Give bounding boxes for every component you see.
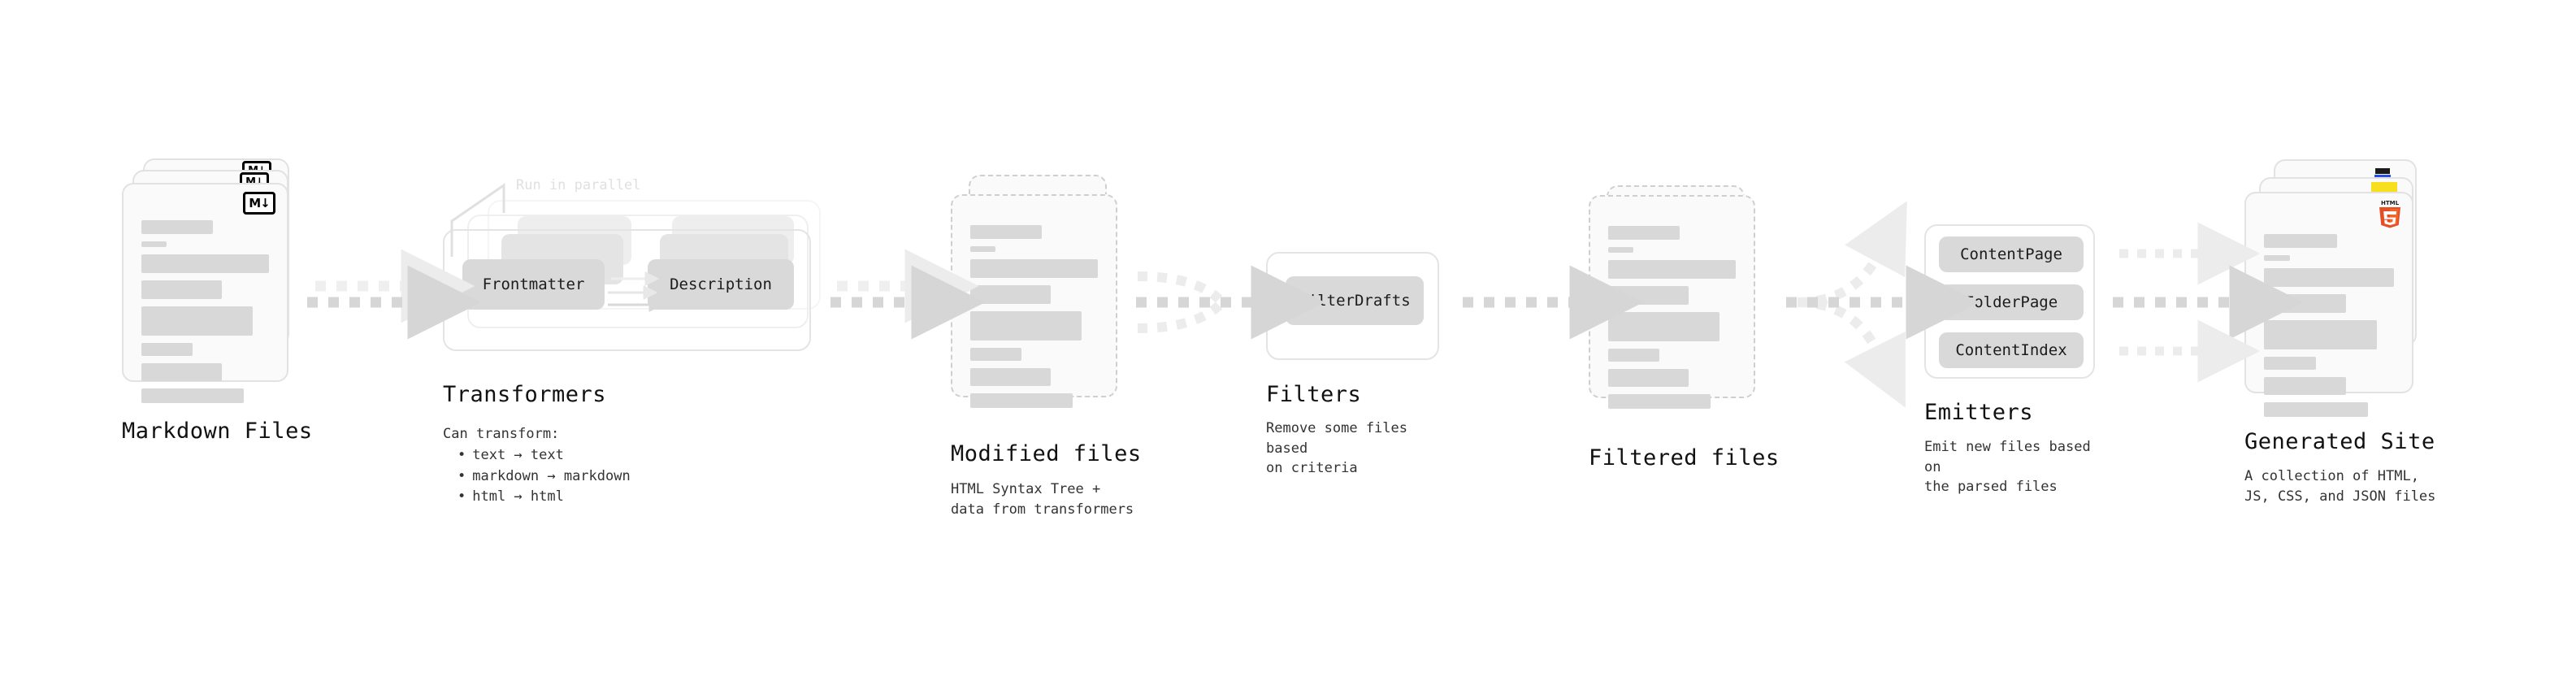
stage-subtitle-filters: Remove some files based on criteria: [1266, 420, 1407, 477]
skeleton-bar: [141, 280, 222, 299]
emitters-panel: ContentPage FolderPage ContentIndex: [1924, 224, 2095, 379]
stage-modified-files: Modified files HTML Syntax Tree + data f…: [951, 175, 1141, 518]
stage-markdown-files: M↓ M↓ M↓ Markdown Files: [122, 158, 312, 444]
skeleton-bar: [141, 343, 193, 356]
skeleton-bar: [2264, 234, 2337, 248]
skeleton-bar: [970, 348, 1021, 361]
stage-generated-site: HTML Generated Site: [2244, 159, 2439, 505]
stage-filters: FilterDrafts Filters Remove some files b…: [1266, 252, 1439, 476]
skeleton-bar: [141, 220, 213, 234]
skeleton-bar: [1608, 312, 1720, 341]
skeleton-bar: [2264, 320, 2378, 349]
markdown-badge: M↓: [243, 192, 275, 215]
stage-subtitle-modified-files: HTML Syntax Tree + data from transformer…: [951, 481, 1134, 518]
skeleton-bar: [2264, 268, 2394, 287]
markdown-file-stack: M↓ M↓ M↓: [122, 158, 309, 403]
skeleton-bar: [141, 388, 244, 403]
document-skeleton: [141, 220, 269, 410]
css3-icon: [2374, 168, 2391, 177]
filtered-card-front: [1589, 195, 1755, 409]
skeleton-bar: [1608, 394, 1711, 409]
stage-title-filtered-files: Filtered files: [1589, 445, 1780, 471]
arrow-markdown-to-transformers: [307, 249, 482, 340]
emitter-pill-contentpage[interactable]: ContentPage: [1939, 236, 2084, 272]
filtered-file-stack: [1589, 185, 1776, 413]
markdown-card-front: M↓: [122, 183, 288, 403]
transformer-panel-front: Frontmatter Description: [443, 229, 811, 351]
skeleton-bar: [2264, 294, 2346, 313]
modified-card-front: [951, 194, 1117, 408]
modified-file-stack: [951, 175, 1138, 408]
list-item: html → html: [458, 487, 631, 508]
skeleton-bar: [141, 306, 253, 336]
stage-subtitle-emitters: Emit new files based on the parsed files: [1924, 439, 2091, 496]
skeleton-bar: [2264, 377, 2346, 395]
stage-subtitle-generated-site: A collection of HTML, JS, CSS, and JSON …: [2244, 468, 2436, 505]
filter-pill-filterdrafts[interactable]: FilterDrafts: [1286, 276, 1424, 325]
transformer-pill-frontmatter[interactable]: Frontmatter: [462, 259, 605, 310]
skeleton-bar: [970, 259, 1098, 278]
stage-transformers: Frontmatter Description Run in parallel …: [443, 177, 833, 505]
list-item: text → text: [458, 445, 631, 466]
css3-badge: [2373, 166, 2392, 177]
skeleton-bar: [141, 241, 167, 247]
skeleton-bar: [1608, 226, 1680, 240]
arrow-emitters-to-site: [2113, 222, 2304, 383]
generated-card-html: HTML: [2244, 192, 2413, 417]
skeleton-bar: [970, 225, 1042, 239]
emitter-pill-contentindex[interactable]: ContentIndex: [1939, 332, 2084, 368]
list-item: markdown → markdown: [458, 466, 630, 488]
skeleton-bar: [2264, 255, 2290, 261]
stage-title-transformers: Transformers: [443, 382, 607, 407]
skeleton-bar: [970, 393, 1073, 408]
html5-badge: HTML: [2376, 198, 2404, 229]
skeleton-bar: [141, 254, 269, 273]
stage-title-emitters: Emitters: [1924, 400, 2034, 425]
skeleton-bar: [1608, 349, 1659, 362]
stage-title-markdown-files: Markdown Files: [122, 419, 313, 444]
skeleton-bar: [970, 246, 996, 252]
arrow-transformers-to-modified: [830, 249, 986, 340]
html5-icon: HTML: [2379, 200, 2400, 228]
skeleton-bar: [970, 311, 1082, 340]
arrow-filtered-to-emitters: [1786, 201, 1980, 408]
stage-title-modified-files: Modified files: [951, 441, 1142, 466]
generated-file-stack: HTML: [2244, 159, 2439, 417]
skeleton-bar: [1608, 247, 1634, 253]
stage-title-generated-site: Generated Site: [2244, 429, 2435, 454]
transformer-pill-description[interactable]: Description: [648, 259, 794, 310]
document-skeleton: [2264, 234, 2394, 424]
stage-filtered-files: Filtered files: [1589, 185, 1779, 471]
document-skeleton: [970, 225, 1098, 415]
annotation-run-in-parallel: Run in parallel: [516, 177, 641, 193]
emitter-pill-folderpage[interactable]: FolderPage: [1939, 284, 2084, 320]
filters-panel: FilterDrafts: [1266, 252, 1439, 360]
transformers-bullet-list: text → text markdown → markdown html → h…: [445, 445, 631, 508]
stage-title-filters: Filters: [1266, 382, 1362, 407]
skeleton-bar: [1608, 369, 1689, 387]
svg-text:HTML: HTML: [2381, 200, 2400, 206]
arrow-modified-to-filters: [1136, 265, 1325, 340]
skeleton-bar: [970, 285, 1051, 304]
skeleton-bar: [2264, 357, 2316, 370]
skeleton-bar: [970, 368, 1051, 386]
skeleton-bar: [1608, 260, 1736, 279]
stage-subtitle-transformers: Can transform:: [443, 426, 560, 442]
document-skeleton: [1608, 226, 1736, 416]
stage-emitters: ContentPage FolderPage ContentIndex Emit…: [1924, 224, 2095, 495]
transformers-group: Frontmatter Description: [443, 187, 833, 351]
skeleton-bar: [2264, 402, 2368, 417]
skeleton-bar: [1608, 286, 1689, 305]
skeleton-bar: [141, 363, 222, 381]
